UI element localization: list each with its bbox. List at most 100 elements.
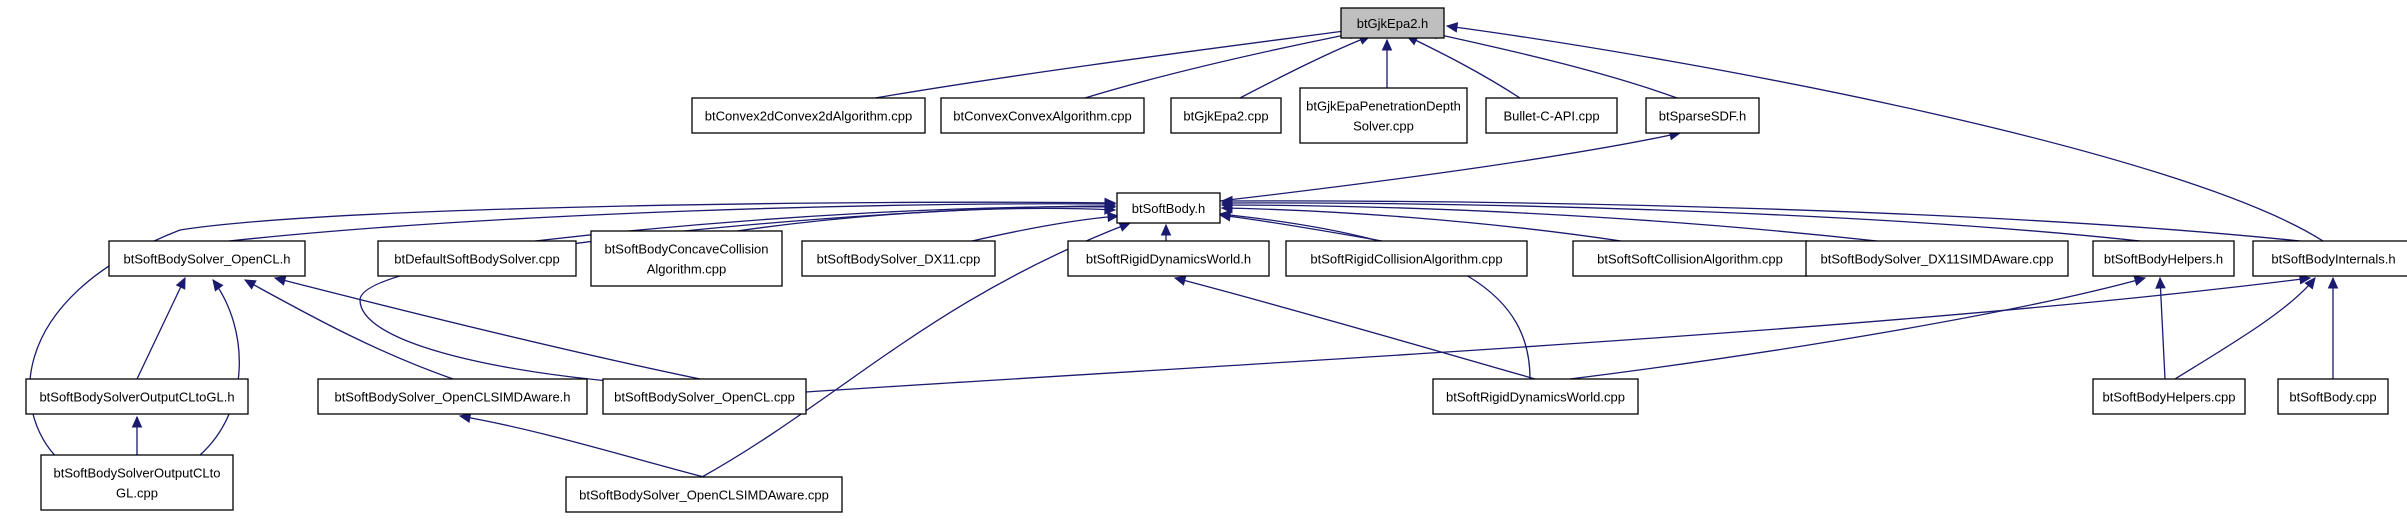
edge-openclsimd_cpp-to-openclsimd_h <box>459 415 705 478</box>
arrowhead <box>243 279 257 290</box>
edge-rigiddyn_cpp-to-softbody_h <box>1219 213 1531 380</box>
node-label: btConvex2dConvex2dAlgorithm.cpp <box>705 109 912 124</box>
edge-convexconvex-to-gjkepa2_h <box>1084 31 1361 99</box>
edge-solver_opencl_cpp-to-solver_opencl_h <box>274 277 701 380</box>
node-openclsimd-cpp[interactable]: btSoftBodySolver_OpenCLSIMDAware.cpp <box>565 476 843 513</box>
node-box <box>1067 240 1270 277</box>
node-label: Bullet-C-API.cpp <box>1503 109 1599 124</box>
node-convex2d[interactable]: btConvex2dConvex2dAlgorithm.cpp <box>691 97 926 134</box>
node-helpers-h[interactable]: btSoftBodyHelpers.h <box>2092 240 2235 277</box>
edge-rigiddyn_cpp-to-rigiddyn_h <box>1174 277 1536 380</box>
node-box <box>940 97 1145 134</box>
node-box <box>1340 7 1445 39</box>
edge-openclsimd_h-to-solver_opencl_h <box>244 279 454 380</box>
node-box <box>2092 240 2235 277</box>
arrowhead <box>175 276 186 290</box>
node-label: btSoftBodySolverOutputCLtoGL.h <box>39 390 234 405</box>
node-bullet-c-api[interactable]: Bullet-C-API.cpp <box>1485 97 1618 134</box>
node-label: btSoftBodyHelpers.h <box>2104 252 2223 267</box>
arrowhead <box>1104 197 1117 209</box>
node-label: btSoftRigidCollisionAlgorithm.cpp <box>1310 252 1502 267</box>
node-box <box>1805 240 2069 277</box>
arrowhead <box>1445 22 1459 33</box>
node-label: btSoftBodySolver_OpenCL.h <box>124 252 291 267</box>
arrowhead <box>1381 38 1393 51</box>
node-label: btSoftBodySolver_OpenCLSIMDAware.h <box>334 390 570 405</box>
node-softbody-cpp[interactable]: btSoftBody.cpp <box>2277 378 2389 415</box>
arrowhead <box>1218 209 1231 221</box>
edge-bullet_c_api-to-gjkepa2_h <box>1406 35 1521 99</box>
node-sparsesdf[interactable]: btSparseSDF.h <box>1645 97 1760 134</box>
node-label: Algorithm.cpp <box>647 262 726 277</box>
node-dx11[interactable]: btSoftBodySolver_DX11.cpp <box>801 240 996 277</box>
edge-outputcltogl_cpp-to-solver_opencl_h <box>199 279 240 456</box>
node-rigidcoll[interactable]: btSoftRigidCollisionAlgorithm.cpp <box>1285 240 1528 277</box>
node-box <box>25 378 249 415</box>
node-box <box>2277 378 2389 415</box>
node-label: btSparseSDF.h <box>1659 109 1746 124</box>
arrowhead <box>2155 276 2166 289</box>
node-box <box>1299 87 1468 144</box>
arrowhead <box>2327 276 2339 289</box>
node-box <box>108 240 306 277</box>
node-label: btSoftBodyHelpers.cpp <box>2103 390 2236 405</box>
node-outputcltogl-h[interactable]: btSoftBodySolverOutputCLtoGL.h <box>25 378 249 415</box>
node-box <box>590 230 783 287</box>
edge-outputcltogl_h-to-solver_opencl_h <box>136 277 186 380</box>
edge-softsoft-to-softbody_h <box>1221 207 1622 242</box>
edge-softbody_h-to-sparsesdf <box>1218 132 1681 202</box>
node-label: btGjkEpa2.h <box>1357 16 1429 31</box>
node-label: btConvexConvexAlgorithm.cpp <box>953 109 1131 124</box>
node-label: btSoftBodyInternals.h <box>2271 252 2395 267</box>
node-internals-h[interactable]: btSoftBodyInternals.h <box>2252 240 2407 277</box>
node-label: btSoftBodyConcaveCollision <box>604 242 768 257</box>
arrowhead <box>1173 275 1187 286</box>
node-label: btGjkEpa2.cpp <box>1183 109 1268 124</box>
node-box <box>40 454 234 511</box>
node-box <box>565 476 843 513</box>
edge-convex2d-to-gjkepa2_h <box>874 29 1353 99</box>
node-rigiddyn-cpp[interactable]: btSoftRigidDynamicsWorld.cpp <box>1432 378 1639 415</box>
node-box <box>1285 240 1528 277</box>
node-box <box>1572 240 1808 277</box>
arrowhead <box>2133 275 2147 286</box>
node-helpers-cpp[interactable]: btSoftBodyHelpers.cpp <box>2092 378 2246 415</box>
arrowhead <box>1160 223 1172 236</box>
edge-dx11simd-to-softbody_h <box>1221 204 1878 242</box>
node-label: btSoftRigidDynamicsWorld.cpp <box>1446 390 1625 405</box>
node-default-solver[interactable]: btDefaultSoftBodySolver.cpp <box>377 240 577 277</box>
node-label: btGjkEpaPenetrationDepth <box>1306 99 1461 114</box>
arrowhead <box>131 415 143 428</box>
node-gjkepa2-h: btGjkEpa2.h <box>1340 7 1445 39</box>
node-label: GL.cpp <box>116 486 158 501</box>
node-solver-opencl-h[interactable]: btSoftBodySolver_OpenCL.h <box>108 240 306 277</box>
node-label: btSoftBodySolver_DX11.cpp <box>817 252 981 267</box>
edge-internals_h-to-softbody_h <box>1221 200 2301 242</box>
node-openclsimd-h[interactable]: btSoftBodySolver_OpenCLSIMDAware.h <box>317 378 588 415</box>
edge-gjkepa2_cpp-to-gjkepa2_h <box>1239 35 1371 99</box>
node-softbody-h[interactable]: btSoftBody.h <box>1116 192 1221 224</box>
node-label: btSoftBody.cpp <box>2289 390 2376 405</box>
edge-rigidcoll-to-softbody_h <box>1219 214 1383 242</box>
node-outputcltogl-cpp[interactable]: btSoftBodySolverOutputCLtoGL.cpp <box>40 454 234 511</box>
node-box <box>1116 192 1221 224</box>
node-box <box>691 97 926 134</box>
arrowhead <box>1220 195 1233 207</box>
node-label: btSoftSoftCollisionAlgorithm.cpp <box>1597 252 1783 267</box>
edge-dx11-to-softbody_h <box>971 215 1119 242</box>
node-solver-opencl-cpp[interactable]: btSoftBodySolver_OpenCL.cpp <box>602 378 807 415</box>
node-convexconvex[interactable]: btConvexConvexAlgorithm.cpp <box>940 97 1145 134</box>
arrowhead <box>1118 221 1132 232</box>
edge-helpers_cpp-to-helpers_h <box>2159 277 2166 380</box>
edge-openclsimd_cpp-to-softbody_h <box>701 222 1131 478</box>
arrowhead <box>1107 211 1120 223</box>
node-rigiddyn-h[interactable]: btSoftRigidDynamicsWorld.h <box>1067 240 1270 277</box>
node-softsoft[interactable]: btSoftSoftCollisionAlgorithm.cpp <box>1572 240 1808 277</box>
node-gjkepa2-cpp[interactable]: btGjkEpa2.cpp <box>1170 97 1282 134</box>
edge-helpers_h-to-softbody_h <box>1221 202 2141 242</box>
arrowhead <box>273 275 287 286</box>
node-box <box>2092 378 2246 415</box>
node-dx11simd[interactable]: btSoftBodySolver_DX11SIMDAware.cpp <box>1805 240 2069 277</box>
